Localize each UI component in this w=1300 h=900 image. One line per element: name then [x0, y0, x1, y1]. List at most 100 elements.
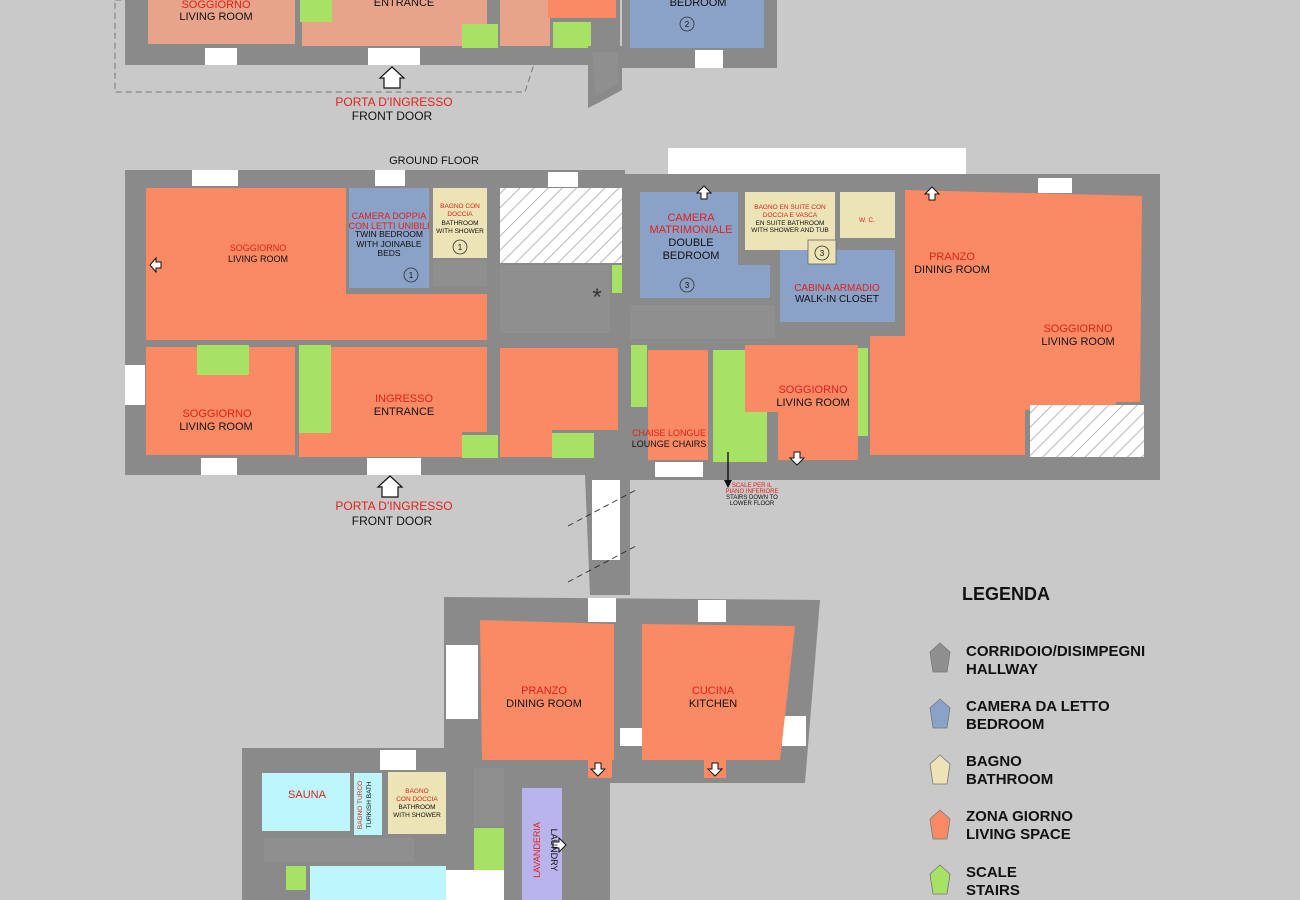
- top-living-en: LIVING ROOM: [179, 11, 252, 23]
- dining-right-it: PRANZO: [929, 251, 975, 263]
- master-it-1: CAMERA: [667, 212, 715, 224]
- living-left-en: LIVING ROOM: [228, 254, 288, 264]
- ground-floor: GROUND FLOOR *: [125, 148, 1160, 595]
- room-hallway-mid: [500, 265, 610, 333]
- bed-count-marker: [403, 267, 419, 283]
- top-door-en: FRONT DOOR: [352, 109, 433, 123]
- bed-count-marker: [679, 277, 695, 293]
- living-left-it: SOGGIORNO: [230, 243, 287, 253]
- gf-window: [375, 170, 405, 186]
- top-entrance: [302, 0, 487, 46]
- top-window-3: [695, 50, 723, 68]
- top-living-it: SOGGIORNO: [181, 0, 251, 11]
- door-arrow-icon: [552, 836, 567, 854]
- legend: LEGENDA CORRIDOIO/DISIMPEGNI HALLWAY CAM…: [929, 584, 1145, 899]
- ensuite-en-2: WITH SHOWER AND TUB: [751, 227, 829, 234]
- legend-item-it: BAGNO: [966, 753, 1022, 770]
- top-window-2: [368, 48, 420, 65]
- turkish-it: BAGNO TURCO: [357, 781, 364, 829]
- lower-window: [588, 598, 616, 622]
- kitchen-it: CUCINA: [692, 685, 735, 697]
- room-walk-in-closet: [780, 250, 895, 322]
- master-it-2: MATRIMONIALE: [650, 224, 733, 236]
- lower-window: [782, 716, 806, 746]
- lower-block: PRANZO DINING ROOM CUCINA KITCHEN SAUNA …: [242, 597, 820, 900]
- gf-window: [548, 172, 578, 187]
- twin-it-1: CAMERA DOPPIA: [352, 211, 427, 221]
- legend-item-living-space: ZONA GIORNO LIVING SPACE: [929, 808, 1073, 843]
- room-dining-living-right: [870, 190, 1142, 455]
- hallway-right-top: [630, 305, 775, 339]
- spa-window: [380, 750, 416, 770]
- dining-lower-it: PRANZO: [521, 685, 567, 697]
- legend-item-it: CAMERA DA LETTO: [966, 698, 1110, 715]
- top-stairs-2: [462, 24, 498, 48]
- legend-swatch-stairs: [929, 864, 951, 895]
- passage-white: [592, 480, 620, 560]
- spa-bath-en-1: BATHROOM: [398, 804, 435, 811]
- top-right-room: [500, 0, 550, 46]
- room-kitchen: [642, 624, 795, 760]
- cut-line: [567, 545, 637, 583]
- bath-count-marker: [814, 245, 830, 261]
- legend-item-en: BEDROOM: [966, 716, 1044, 733]
- twin-it-2: CON LETTI UNIBILI: [348, 221, 429, 231]
- lower-window: [446, 645, 478, 719]
- door-arrow-icon: [706, 762, 724, 777]
- master-en-2: BEDROOM: [663, 250, 720, 262]
- lower-doorway: [620, 728, 642, 746]
- dining-right-en: DINING ROOM: [914, 264, 990, 276]
- ensuite-count: 3: [820, 249, 825, 258]
- entrance-en: ENTRANCE: [374, 406, 435, 418]
- door-arrow-icon: [788, 451, 806, 466]
- lower-window: [698, 600, 726, 622]
- top-window-1: [205, 48, 237, 65]
- bath1-it-2: DOCCIA: [447, 211, 473, 218]
- void-hatched: [500, 188, 622, 263]
- legend-swatch-hallway: [929, 642, 951, 673]
- legend-item-bedroom: CAMERA DA LETTO BEDROOM: [929, 698, 1110, 733]
- spa-lower-room: [310, 866, 446, 900]
- front-door-icon: [376, 475, 404, 498]
- front-door-en: FRONT DOOR: [352, 514, 433, 528]
- top-stairs-1: [300, 0, 332, 22]
- room-twin-bedroom: [349, 188, 429, 288]
- cut-line: [567, 489, 637, 527]
- lower-hallway: [474, 768, 508, 826]
- gf-window: [125, 365, 145, 405]
- twin-bed-count: 1: [409, 271, 414, 280]
- room-wc: [840, 192, 895, 238]
- door-arrow-icon: [695, 185, 713, 200]
- room-chaise-longue: [648, 350, 708, 460]
- dining-lower-en: DINING ROOM: [506, 698, 582, 710]
- gf-hall-bit: [433, 260, 487, 286]
- gf-window: [201, 458, 237, 475]
- twin-en-3: BEDS: [377, 248, 400, 258]
- stairs-en-1: STAIRS DOWN TO: [726, 495, 778, 501]
- room-entrance: [299, 347, 487, 457]
- top-entrance-en: ENTRANCE: [374, 0, 435, 9]
- legend-title: LEGENDA: [962, 584, 1050, 604]
- gf-window: [655, 462, 703, 477]
- room-sauna: [262, 773, 350, 831]
- top-hallway-light: [592, 52, 618, 96]
- top-area: 2 SOGGIORNO LIVING ROOM ENTRANCE BEDROOM…: [114, 0, 777, 123]
- twin-en-1: TWIN BEDROOM: [355, 229, 423, 239]
- living-right-it: SOGGIORNO: [1043, 323, 1113, 335]
- living-right-en: LIVING ROOM: [1041, 336, 1114, 348]
- twin-en-2: WITH JOINABLE: [356, 239, 422, 249]
- ground-floor-title: GROUND FLOOR: [389, 155, 479, 167]
- sauna-label: SAUNA: [288, 789, 327, 801]
- legend-swatch-bedroom: [929, 698, 951, 729]
- top-orange-patch: [548, 0, 616, 18]
- top-door-it: PORTA D'INGRESSO: [335, 95, 452, 109]
- terrace-strip: [668, 148, 966, 178]
- asterisk-mark: *: [592, 284, 601, 311]
- legend-item-bathroom: BAGNO BATHROOM: [929, 753, 1053, 788]
- door-arrow-icon: [149, 256, 162, 274]
- room-living-left: [146, 188, 487, 340]
- gf-window: [192, 170, 238, 186]
- living-small-en: LIVING ROOM: [179, 421, 252, 433]
- stairs-it-2: PIANO INFERIORE: [725, 489, 778, 495]
- stairs-right-edge: [858, 348, 868, 436]
